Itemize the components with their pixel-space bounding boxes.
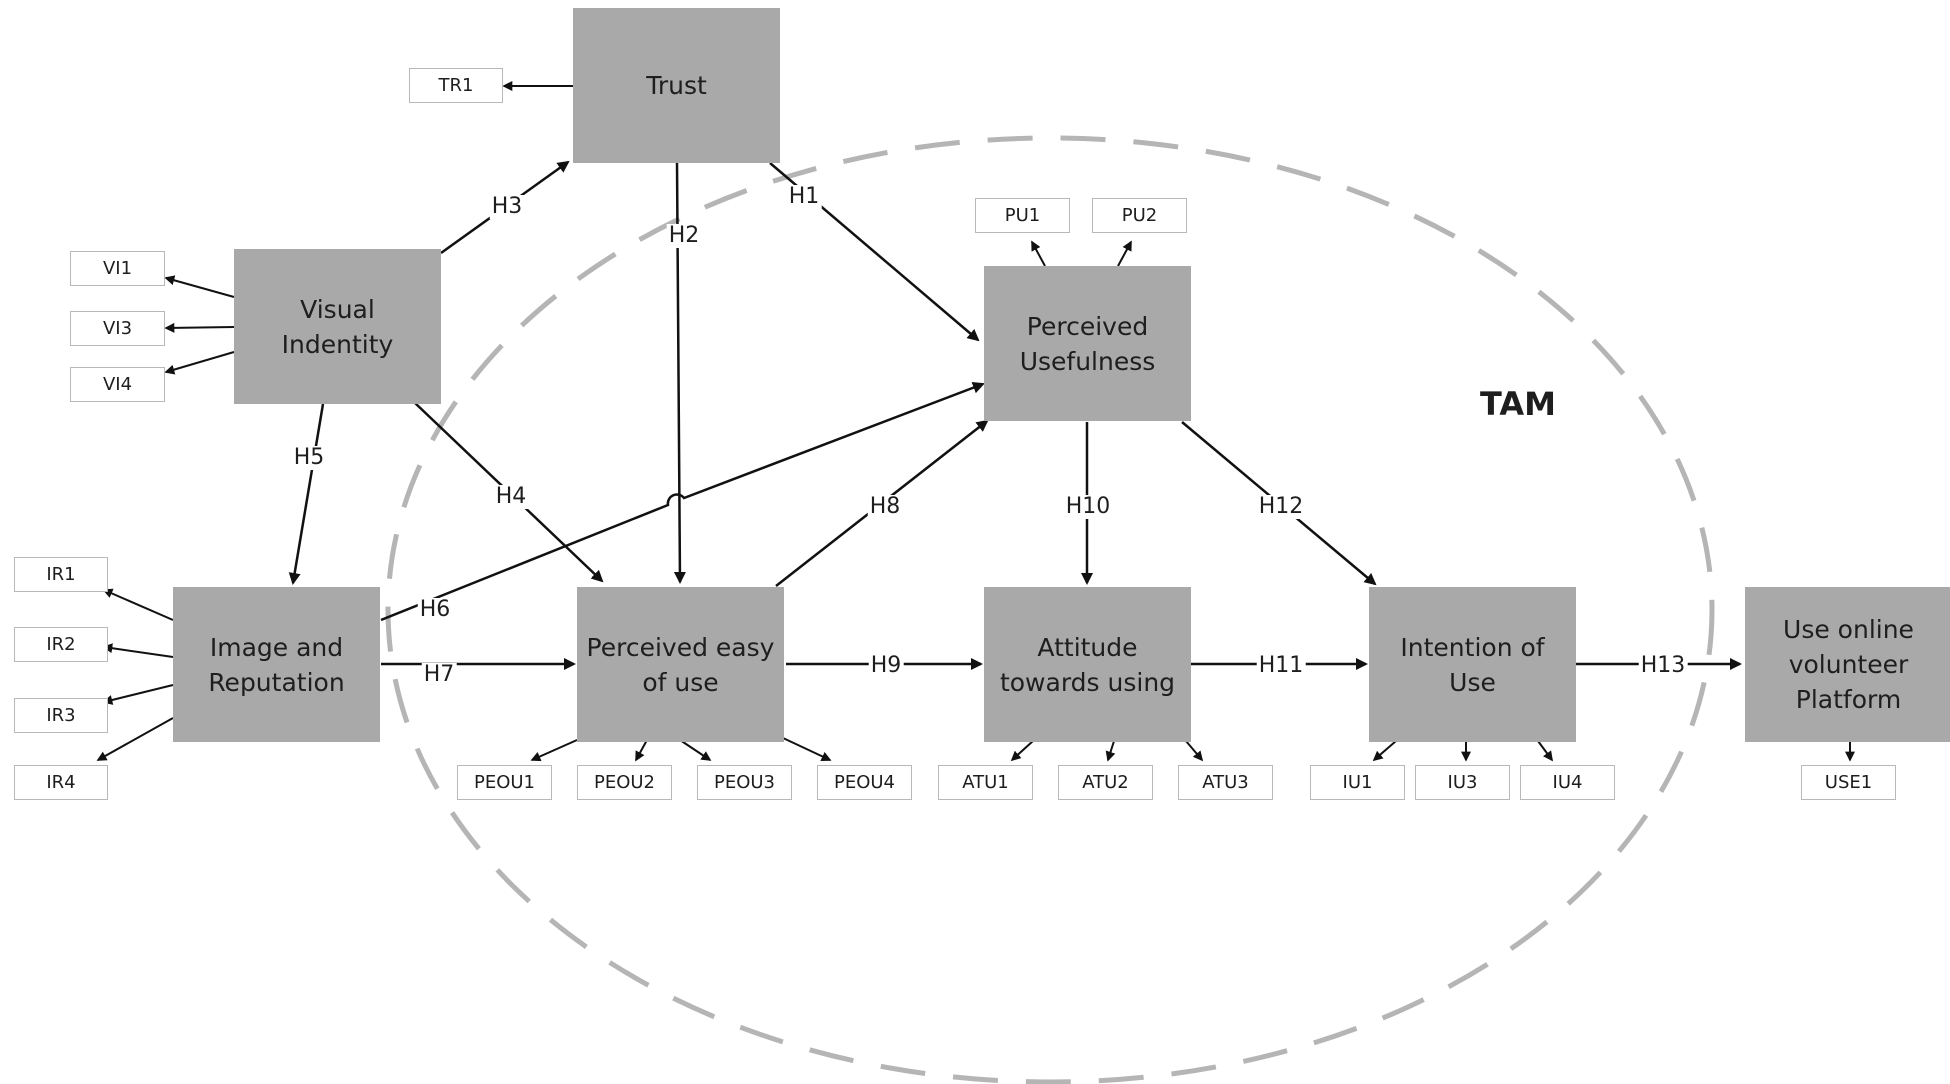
construct-use-platform: Use online volunteer Platform xyxy=(1745,587,1950,742)
indicator-use1: USE1 xyxy=(1801,765,1896,800)
arrow-vi1 xyxy=(164,275,235,298)
hypothesis-label-h8: H8 xyxy=(867,494,903,519)
hypothesis-label-h13: H13 xyxy=(1638,653,1688,678)
indicator-vi3: VI3 xyxy=(70,311,165,346)
indicator-iu3: IU3 xyxy=(1415,765,1510,800)
indicator-vi1: VI1 xyxy=(70,251,165,286)
construct-trust: Trust xyxy=(573,8,780,163)
arrow-pu2 xyxy=(1117,240,1132,267)
arrow-peou3 xyxy=(679,739,712,761)
arrow-vi3 xyxy=(164,322,235,333)
arrow-peou4 xyxy=(782,737,832,761)
indicator-peou1: PEOU1 xyxy=(457,765,552,800)
arrow-ir1 xyxy=(102,588,174,621)
indicator-atu2: ATU2 xyxy=(1058,765,1153,800)
hypothesis-label-h5: H5 xyxy=(291,445,327,470)
indicator-peou2: PEOU2 xyxy=(577,765,672,800)
construct-attitude: Attitude towards using xyxy=(984,587,1191,742)
indicator-ir1: IR1 xyxy=(14,557,108,592)
construct-visual-identity: Visual Indentity xyxy=(234,249,441,404)
indicator-atu1: ATU1 xyxy=(938,765,1033,800)
arrow-atu1 xyxy=(1010,740,1034,762)
arrow-ir2 xyxy=(102,643,174,658)
arrow-peou2 xyxy=(635,739,648,762)
hypothesis-label-h2: H2 xyxy=(666,223,702,248)
hypothesis-label-h10: H10 xyxy=(1063,494,1113,519)
arrow-iu4 xyxy=(1537,740,1553,762)
path-h5 xyxy=(288,403,325,585)
arrow-pu1 xyxy=(1031,240,1046,267)
path-h6 xyxy=(380,381,985,622)
indicator-peou4: PEOU4 xyxy=(817,765,912,800)
hypothesis-label-h9: H9 xyxy=(868,653,904,678)
tam-label: TAM xyxy=(1480,385,1556,423)
hypothesis-label-h11: H11 xyxy=(1256,653,1306,678)
indicator-iu1: IU1 xyxy=(1310,765,1405,800)
construct-image-reputation: Image and Reputation xyxy=(173,587,380,742)
hypothesis-label-h3: H3 xyxy=(489,194,525,219)
construct-perceived-usefulness: Perceived Usefulness xyxy=(984,266,1191,421)
hypothesis-label-h7: H7 xyxy=(421,662,457,687)
arrow-ir4 xyxy=(96,717,174,761)
indicator-tr1: TR1 xyxy=(409,68,503,103)
indicator-ir2: IR2 xyxy=(14,627,108,662)
arrow-atu2 xyxy=(1105,740,1116,762)
arrow-peou1 xyxy=(530,739,578,762)
indicator-pu2: PU2 xyxy=(1092,198,1187,233)
construct-intention-of-use: Intention of Use xyxy=(1369,587,1576,742)
hypothesis-label-h4: H4 xyxy=(493,484,529,509)
indicator-iu4: IU4 xyxy=(1520,765,1615,800)
tam-boundary-ellipse xyxy=(385,135,1715,1084)
construct-perceived-ease-of-use: Perceived easy of use xyxy=(577,587,784,742)
arrow-ir3 xyxy=(102,684,174,705)
indicator-peou3: PEOU3 xyxy=(697,765,792,800)
hypothesis-label-h1: H1 xyxy=(786,184,822,209)
indicator-pu1: PU1 xyxy=(975,198,1070,233)
arrow-atu3 xyxy=(1185,740,1204,762)
arrow-vi4 xyxy=(164,351,235,375)
indicator-ir3: IR3 xyxy=(14,698,108,733)
hypothesis-label-h6: H6 xyxy=(417,597,453,622)
indicator-vi4: VI4 xyxy=(70,367,165,402)
indicator-ir4: IR4 xyxy=(14,765,108,800)
indicator-atu3: ATU3 xyxy=(1178,765,1273,800)
arrow-iu1 xyxy=(1372,740,1397,762)
hypothesis-label-h12: H12 xyxy=(1256,494,1306,519)
